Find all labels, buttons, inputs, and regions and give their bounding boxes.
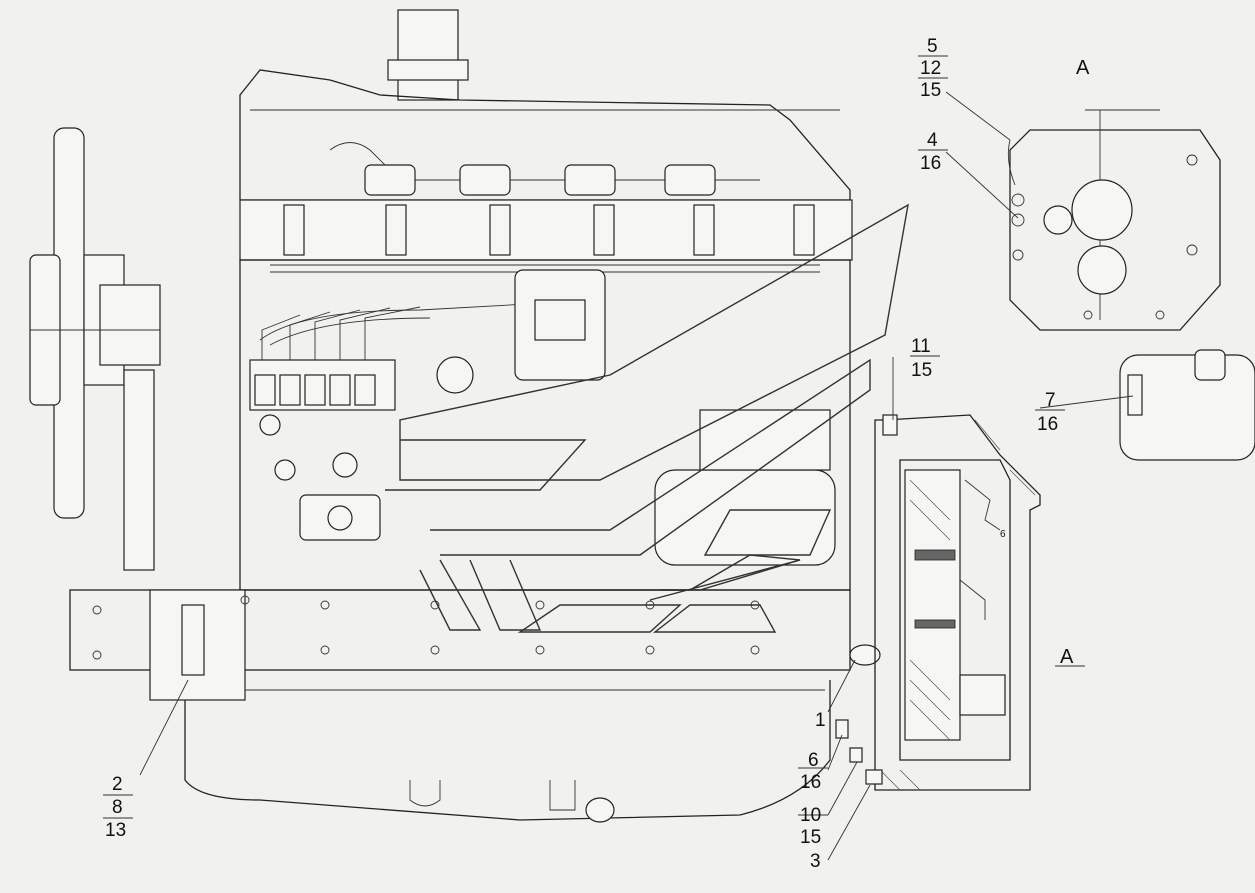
callout-1: 1 <box>815 710 826 731</box>
callout-2: 2 <box>112 774 123 795</box>
engine-block <box>69 9 881 823</box>
callout-3: 3 <box>810 851 821 872</box>
callout-5: 5 <box>927 36 938 57</box>
fan-assembly <box>29 127 161 571</box>
callout-6-small: 6 <box>1000 529 1006 540</box>
callout-4: 4 <box>927 130 938 151</box>
callout-13: 13 <box>105 820 126 841</box>
callout-12: 12 <box>920 58 941 79</box>
callout-8: 8 <box>112 797 123 818</box>
injectors <box>283 204 815 256</box>
watermark-logo <box>385 203 909 633</box>
callout-15-top: 15 <box>920 80 941 101</box>
view-a-detail <box>1007 109 1221 331</box>
section-hatching <box>879 419 1036 791</box>
clutch-section <box>835 414 1041 791</box>
leader-lines <box>103 55 1160 861</box>
view-labels: A A <box>1060 57 1090 668</box>
callout-10: 10 <box>800 805 821 826</box>
callout-7: 7 <box>1045 390 1056 411</box>
callout-11: 11 <box>911 336 931 357</box>
callout-15-mid: 15 <box>911 360 932 381</box>
callout-15-bottom: 15 <box>800 827 821 848</box>
callout-16-top: 16 <box>920 153 941 174</box>
view-label-side: A <box>1060 646 1074 668</box>
callout-6: 6 <box>808 750 819 771</box>
tank-detail <box>1119 349 1255 461</box>
callout-16-bottom: 16 <box>800 772 821 793</box>
callout-numbers: 5 12 15 4 16 11 15 7 16 1 6 16 10 15 3 2… <box>105 36 1058 872</box>
callout-16-mid: 16 <box>1037 414 1058 435</box>
view-label-top: A <box>1076 57 1090 79</box>
